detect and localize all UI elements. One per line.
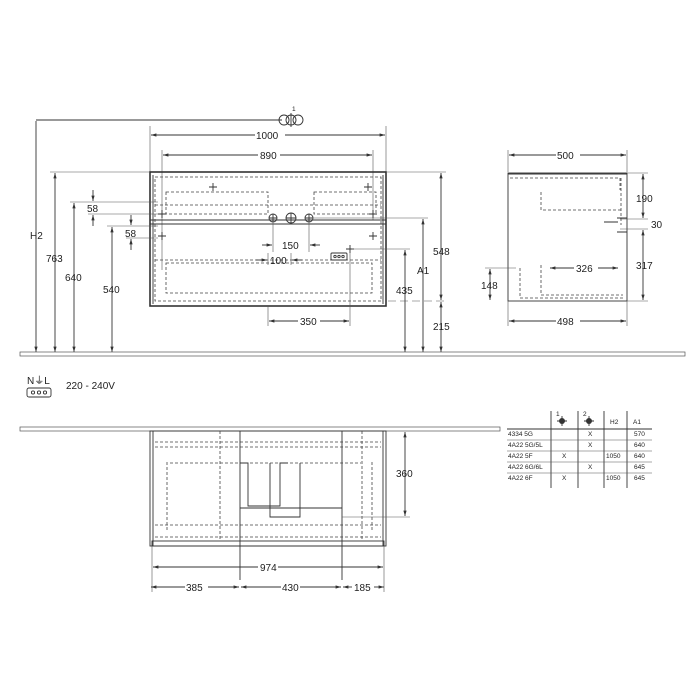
top-view: 360 974 385 430 185 — [149, 430, 413, 594]
socket-icon — [330, 252, 348, 261]
svg-text:570: 570 — [634, 431, 645, 438]
svg-text:4334 5G: 4334 5G — [508, 431, 533, 438]
dim-height-435: 435 — [396, 286, 413, 297]
svg-text:4A22 6F: 4A22 6F — [508, 475, 533, 482]
dim-offset-58-a: 58 — [87, 204, 99, 215]
pipe-connection-icon — [268, 212, 314, 224]
connector-symbol-icon: 1 — [278, 106, 304, 127]
dim-height-640: 640 — [65, 273, 82, 284]
dim-height-548: 548 — [433, 247, 450, 258]
table-row: 4A22 6G/6L X 645 — [508, 464, 645, 471]
dim-spacing-150: 150 — [282, 241, 299, 252]
header-a1: A1 — [633, 419, 641, 426]
dim-height-215: 215 — [433, 322, 450, 333]
floor-line-lower — [19, 426, 501, 432]
floor-line-upper — [19, 351, 686, 357]
valve-1-icon: 1 — [556, 411, 567, 426]
spec-table: 1 2 H2 A1 4334 5G X 570 4A22 5G/5L X 640 — [507, 411, 652, 488]
svg-text:640: 640 — [634, 442, 645, 449]
dim-depth-500: 500 — [557, 151, 574, 162]
dim-height-763: 763 — [46, 254, 63, 265]
dim-segment-385: 385 — [186, 583, 203, 594]
dim-width-890: 890 — [260, 151, 277, 162]
header-h2: H2 — [610, 419, 619, 426]
table-row: 4334 5G X 570 — [508, 431, 645, 438]
table-row: 4A22 5G/5L X 640 — [508, 442, 645, 449]
svg-text:X: X — [562, 453, 567, 460]
svg-text:X: X — [588, 464, 593, 471]
dim-width-974: 974 — [260, 563, 277, 574]
dim-height-30: 30 — [651, 220, 663, 231]
dim-height-317: 317 — [636, 261, 653, 272]
valve-2-icon: 2 — [583, 411, 594, 426]
connector-marker-label: 1 — [292, 106, 296, 113]
dim-depth-498: 498 — [557, 317, 574, 328]
svg-text:640: 640 — [634, 453, 645, 460]
front-view: 1 1000 890 — [30, 106, 450, 352]
dim-label-a1: A1 — [417, 266, 430, 277]
voltage-label: 220 - 240V — [66, 381, 115, 392]
dim-offset-350: 350 — [300, 317, 317, 328]
dim-offset-58-b: 58 — [125, 229, 137, 240]
svg-text:2: 2 — [583, 411, 587, 418]
dim-depth-360: 360 — [396, 469, 413, 480]
dim-width-1000: 1000 — [256, 131, 279, 142]
dim-spacing-100: 100 — [270, 256, 287, 267]
svg-text:4A22 5G/5L: 4A22 5G/5L — [508, 442, 543, 449]
dim-h2-label: H2 — [30, 231, 43, 242]
svg-text:645: 645 — [634, 464, 645, 471]
dim-segment-430: 430 — [282, 583, 299, 594]
dim-height-540: 540 — [103, 285, 120, 296]
svg-text:4A22 5F: 4A22 5F — [508, 453, 533, 460]
svg-text:1050: 1050 — [606, 475, 621, 482]
svg-text:X: X — [562, 475, 567, 482]
svg-text:X: X — [588, 431, 593, 438]
svg-text:4A22 6G/6L: 4A22 6G/6L — [508, 464, 543, 471]
svg-text:1: 1 — [556, 411, 560, 418]
svg-text:645: 645 — [634, 475, 645, 482]
dim-segment-185: 185 — [354, 583, 371, 594]
dim-height-148: 148 — [481, 281, 498, 292]
svg-text:1050: 1050 — [606, 453, 621, 460]
table-row: 4A22 5F X 1050 640 — [508, 453, 645, 460]
table-row: 4A22 6F X 1050 645 — [508, 475, 645, 482]
dim-height-190: 190 — [636, 194, 653, 205]
electrical-spec: N⏚L 220 - 240V — [26, 375, 115, 398]
side-view: 500 190 30 317 326 148 498 — [481, 150, 663, 328]
terminal-label: N⏚L — [27, 375, 50, 387]
power-outlet-icon — [26, 387, 52, 398]
dim-depth-326: 326 — [576, 264, 593, 275]
svg-text:X: X — [588, 442, 593, 449]
